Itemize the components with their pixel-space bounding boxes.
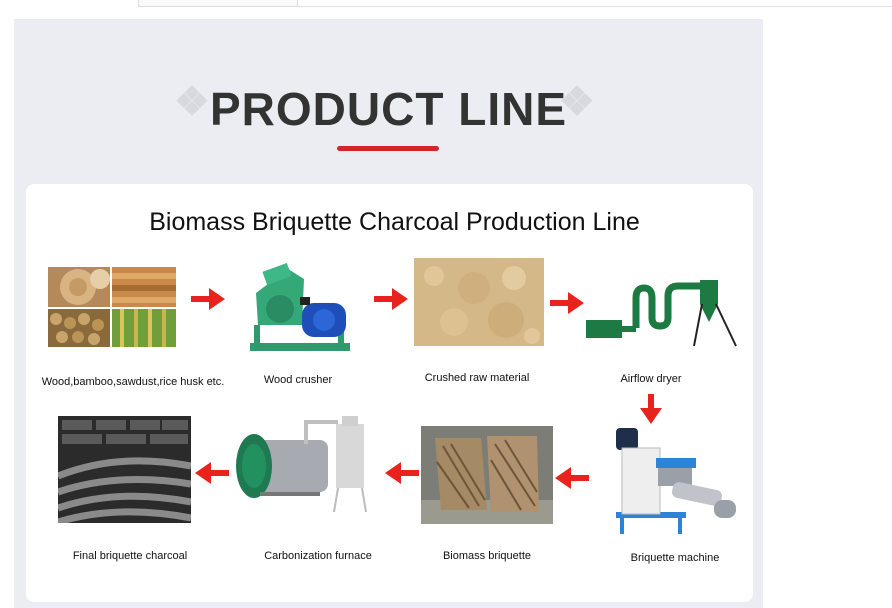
arrow-right-icon [374,288,408,310]
step-caption: Final briquette charcoal [72,550,188,562]
arrow-left-icon [385,462,419,484]
diagram-title: Biomass Briquette Charcoal Production Li… [149,208,640,236]
arrow-left-icon [555,467,589,489]
carbonization-furnace-image [234,412,368,516]
airflow-dryer-image [584,276,740,350]
step-caption: Crushed raw material [424,372,530,384]
step-caption: Airflow dryer [620,373,682,385]
arrow-right-icon [550,292,584,314]
crushed-material-image [414,258,544,346]
watermark-icon: ❖ [559,80,595,124]
arrow-down-icon [640,394,662,424]
address-divider [298,6,892,7]
step-caption: Briquette machine [630,552,720,564]
title-underline [337,146,439,151]
watermark-icon: ❖ [174,80,210,124]
briquette-machine-image [612,424,738,534]
step-caption: Wood crusher [263,374,333,386]
raw-materials-image [48,267,176,347]
step-caption: Biomass briquette [442,550,532,562]
browser-tab[interactable] [138,0,298,7]
step-caption: Wood,bamboo,sawdust,rice husk etc. [41,376,225,388]
arrow-right-icon [191,288,225,310]
arrow-left-icon [195,462,229,484]
briquette-charcoal-image [58,416,191,523]
wood-crusher-image [244,263,356,359]
page-title: PRODUCT LINE [210,83,567,135]
production-line-card [26,184,753,602]
biomass-briquette-image [421,426,553,524]
browser-top-bar [0,0,892,18]
step-caption: Carbonization furnace [264,550,372,562]
